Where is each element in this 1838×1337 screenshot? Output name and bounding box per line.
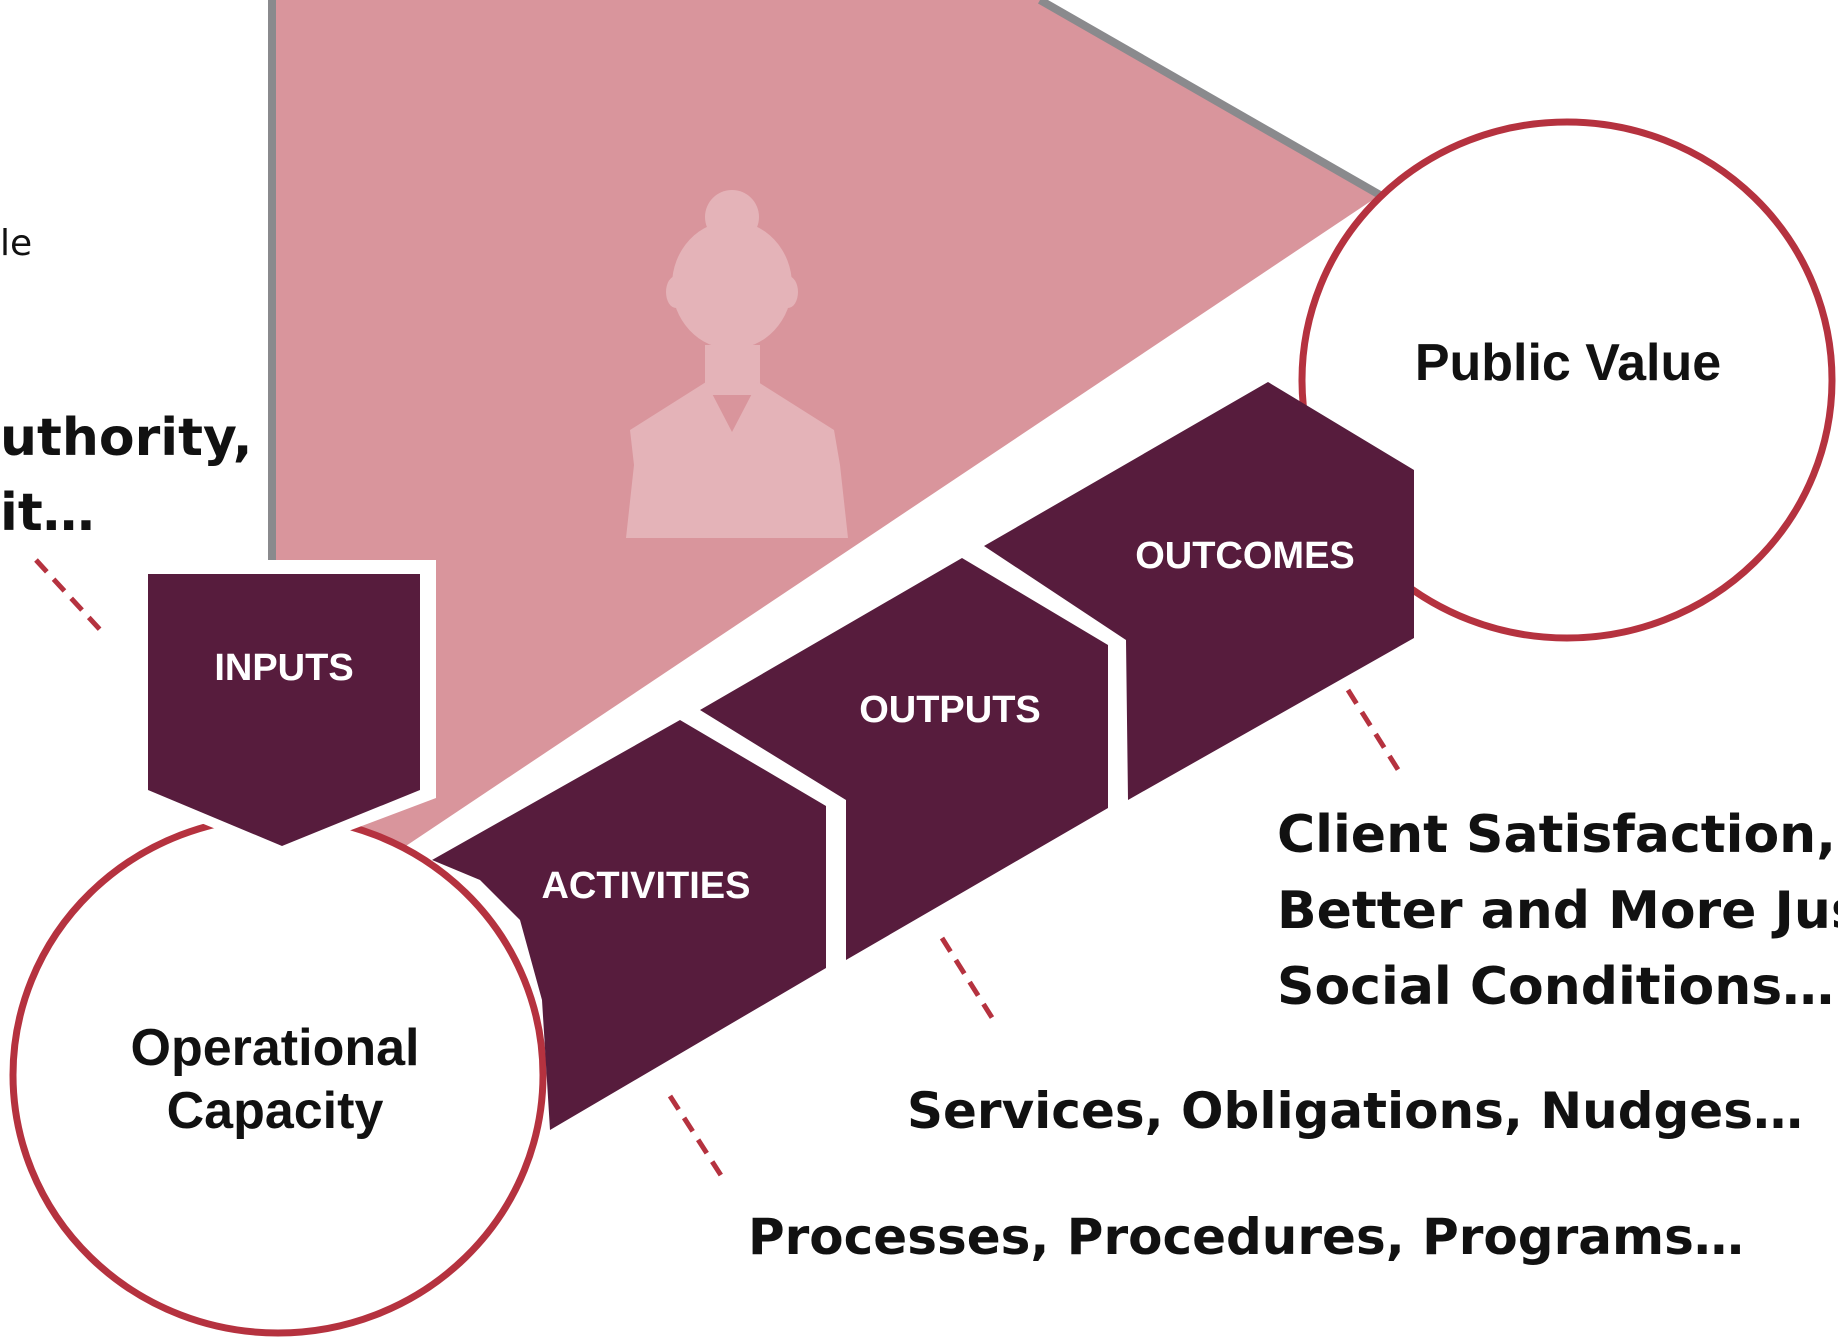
- dash-inputs: [34, 558, 106, 636]
- triangle-edge-diagonal: [1038, 0, 1382, 199]
- dash-outputs: [939, 936, 999, 1026]
- cropped-small-text: le: [0, 223, 32, 264]
- inputs-block: [148, 574, 420, 846]
- public-value-circle: [1298, 118, 1836, 642]
- outcomes-label: OUTCOMES: [1135, 535, 1355, 577]
- operational-capacity-label-line1: Operational: [131, 1019, 420, 1077]
- outputs-note: Services, Obligations, Nudges…: [907, 1082, 1803, 1140]
- outcomes-note-line2: Better and More Just: [1277, 881, 1838, 941]
- person-icon: [626, 190, 848, 538]
- operational-capacity-label-line2: Capacity: [167, 1082, 384, 1140]
- outputs-label: OUTPUTS: [859, 689, 1041, 731]
- outcomes-note-line1: Client Satisfaction,: [1277, 805, 1836, 865]
- activities-label: ACTIVITIES: [541, 865, 750, 907]
- person-face: [684, 258, 780, 350]
- outcomes-block: [984, 382, 1414, 800]
- activities-note: Processes, Procedures, Programs…: [748, 1208, 1744, 1266]
- activities-block: [432, 720, 826, 1130]
- dash-outcomes: [1345, 688, 1405, 778]
- outputs-block: [700, 558, 1108, 960]
- cropped-note-line2: it…: [0, 483, 95, 543]
- dash-activities: [667, 1094, 727, 1182]
- cropped-note-line1: uthority,: [0, 408, 253, 468]
- public-value-label: Public Value: [1415, 334, 1721, 392]
- inputs-label: INPUTS: [214, 647, 353, 689]
- outcomes-note-line3: Social Conditions…: [1277, 957, 1834, 1017]
